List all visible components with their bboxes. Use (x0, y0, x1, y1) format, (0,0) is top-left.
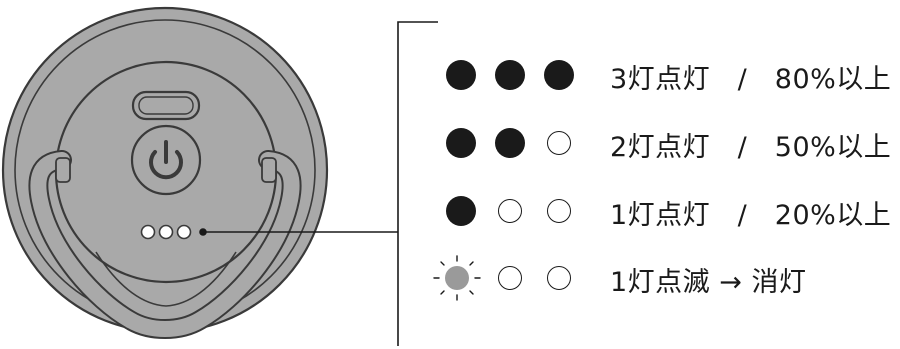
handle-mount-right (262, 158, 276, 182)
handle-mount-left (56, 158, 70, 182)
legend-row-1-led: 1灯点灯 / 20%以上 (438, 189, 590, 233)
led-on-icon (446, 60, 476, 90)
led-on-icon (446, 196, 476, 226)
legend-row-2-leds: 2灯点灯 / 50%以上 (438, 121, 590, 165)
led-off-icon (547, 131, 571, 155)
charging-port (133, 92, 199, 119)
led-on-icon (446, 128, 476, 158)
device-led (160, 226, 173, 239)
legend-label: 1灯点滅 → 消灯 (610, 260, 806, 299)
legend-label: 3灯点灯 / 80%以上 (610, 57, 891, 96)
legend-row-blink: 1灯点滅 → 消灯 (438, 256, 590, 300)
led-off-icon (547, 199, 571, 223)
device-led (142, 226, 155, 239)
led-off-icon (498, 199, 522, 223)
legend-row-3-leds: 3灯点灯 / 80%以上 (438, 53, 590, 97)
led-on-icon (544, 60, 574, 90)
device-led (178, 226, 191, 239)
led-blink-icon (445, 266, 469, 290)
led-off-icon (547, 266, 571, 290)
led-pattern (438, 189, 590, 233)
led-pattern (438, 256, 590, 300)
led-pattern (438, 53, 590, 97)
legend-label: 2灯点灯 / 50%以上 (610, 125, 891, 164)
led-off-icon (498, 266, 522, 290)
led-on-icon (495, 128, 525, 158)
legend-label: 1灯点灯 / 20%以上 (610, 193, 891, 232)
led-pattern (438, 121, 590, 165)
led-on-icon (495, 60, 525, 90)
